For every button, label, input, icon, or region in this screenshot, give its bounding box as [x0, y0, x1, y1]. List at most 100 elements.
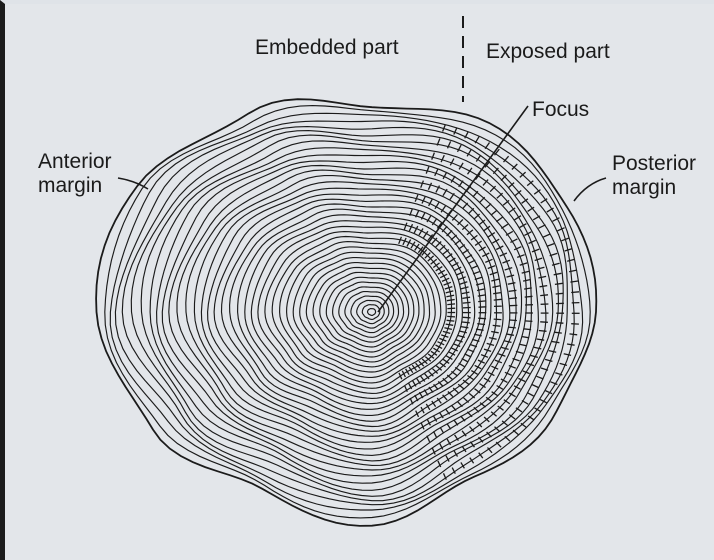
circulus-dash	[535, 258, 543, 260]
circulus-dash	[455, 367, 461, 371]
circulus-dash	[555, 283, 563, 284]
circulus-dash	[513, 430, 518, 435]
circulus-dash	[465, 255, 472, 259]
growth-ring	[238, 209, 481, 415]
circulus-dash	[421, 181, 424, 188]
circulus-dash	[496, 217, 502, 222]
circulus-dash	[409, 224, 412, 231]
circulus-dash	[494, 319, 502, 320]
circulus-dash	[412, 365, 416, 371]
circulus-dash	[416, 363, 421, 368]
circulus-dash	[540, 286, 548, 287]
posterior-margin-label: Posterior margin	[612, 152, 696, 200]
circulus-dash	[532, 249, 539, 252]
anterior-margin-line-1: Anterior	[38, 150, 112, 174]
exposed-part-label: Exposed part	[486, 40, 610, 64]
circulus-dash	[470, 458, 474, 464]
circulus-dash	[479, 197, 484, 203]
circulus-dash	[458, 402, 463, 407]
circulus-dash	[493, 293, 501, 294]
circulus-dash	[462, 322, 470, 323]
circulus-dash	[473, 191, 478, 197]
circulus-dash	[468, 168, 472, 174]
circulus-dash	[537, 376, 544, 379]
circulus-dash	[493, 325, 501, 326]
anterior-margin-label: Anterior margin	[38, 150, 112, 198]
circulus-dash	[549, 351, 556, 353]
circulus-dash	[436, 267, 443, 271]
circulus-dash	[531, 355, 538, 357]
circulus-dash	[485, 143, 489, 149]
circulus-dash	[426, 167, 429, 174]
growth-ring	[208, 188, 504, 436]
circulus-dash	[508, 327, 516, 328]
circulus-dash	[451, 235, 457, 240]
circulus-dash	[538, 276, 546, 278]
circulus-dash	[538, 225, 545, 229]
circulus-dash	[447, 320, 455, 321]
circulus-dash	[571, 292, 579, 293]
circulus-dash	[462, 359, 469, 362]
circulus-dash	[554, 273, 562, 275]
circulus-dash	[517, 255, 524, 258]
circulus-dash	[428, 183, 431, 190]
circulus-dash	[570, 334, 578, 335]
circulus-dash	[505, 436, 510, 441]
circulus-dash	[525, 296, 533, 297]
circulus-dash	[494, 299, 502, 300]
circulus-dash	[507, 275, 515, 277]
circulus-dash	[478, 301, 486, 302]
circulus-dash	[441, 155, 444, 162]
circulus-dash	[475, 241, 482, 245]
growth-ring	[339, 287, 399, 337]
circulus-dash	[450, 159, 454, 166]
circulus-dash	[522, 271, 530, 273]
growth-ring	[345, 292, 394, 333]
circulus-dash	[556, 323, 564, 324]
circulus-dash	[464, 398, 469, 403]
circulus-dash	[404, 223, 407, 230]
circulus-dash	[444, 328, 452, 330]
posterior-leader-line	[574, 178, 606, 201]
circulus-dash	[508, 283, 516, 285]
circulus-dash	[465, 354, 472, 357]
circulus-dash	[459, 363, 465, 367]
circulus-dash	[473, 271, 480, 274]
circulus-dash	[567, 344, 575, 345]
circulus-dash	[463, 302, 471, 303]
circulus-dash	[447, 316, 455, 317]
circulus-dash	[446, 295, 454, 297]
circulus-dash	[547, 244, 554, 247]
circulus-dash	[537, 267, 545, 269]
circulus-dash	[434, 431, 437, 437]
circulus-dash	[479, 247, 486, 251]
circulus-dash	[463, 317, 471, 318]
circulus-dash	[491, 332, 499, 333]
circulus-dash	[540, 295, 548, 296]
circulus-dash	[527, 393, 534, 396]
circulus-dash	[471, 266, 478, 269]
circulus-dash	[459, 245, 465, 250]
growth-rings	[96, 99, 596, 526]
circulus-dash	[564, 354, 571, 356]
circulus-dash	[505, 268, 513, 270]
circulus-dash	[447, 300, 455, 301]
circulus-dash	[447, 375, 453, 380]
circulus-dash	[520, 263, 528, 265]
circulus-dash	[534, 347, 541, 349]
circulus-dash	[454, 420, 458, 426]
circulus-dash	[478, 295, 486, 296]
circulus-dash	[506, 334, 514, 335]
circulus-dash	[478, 318, 486, 319]
circulus-dash	[446, 324, 454, 325]
growth-ring	[287, 247, 441, 378]
circulus-dash	[522, 401, 528, 405]
circulus-dash	[504, 341, 512, 343]
circulus-dash	[491, 210, 497, 215]
growth-ring	[362, 305, 380, 320]
circulus-dash	[552, 342, 560, 343]
circulus-dash	[467, 349, 474, 352]
growth-ring	[131, 131, 563, 497]
